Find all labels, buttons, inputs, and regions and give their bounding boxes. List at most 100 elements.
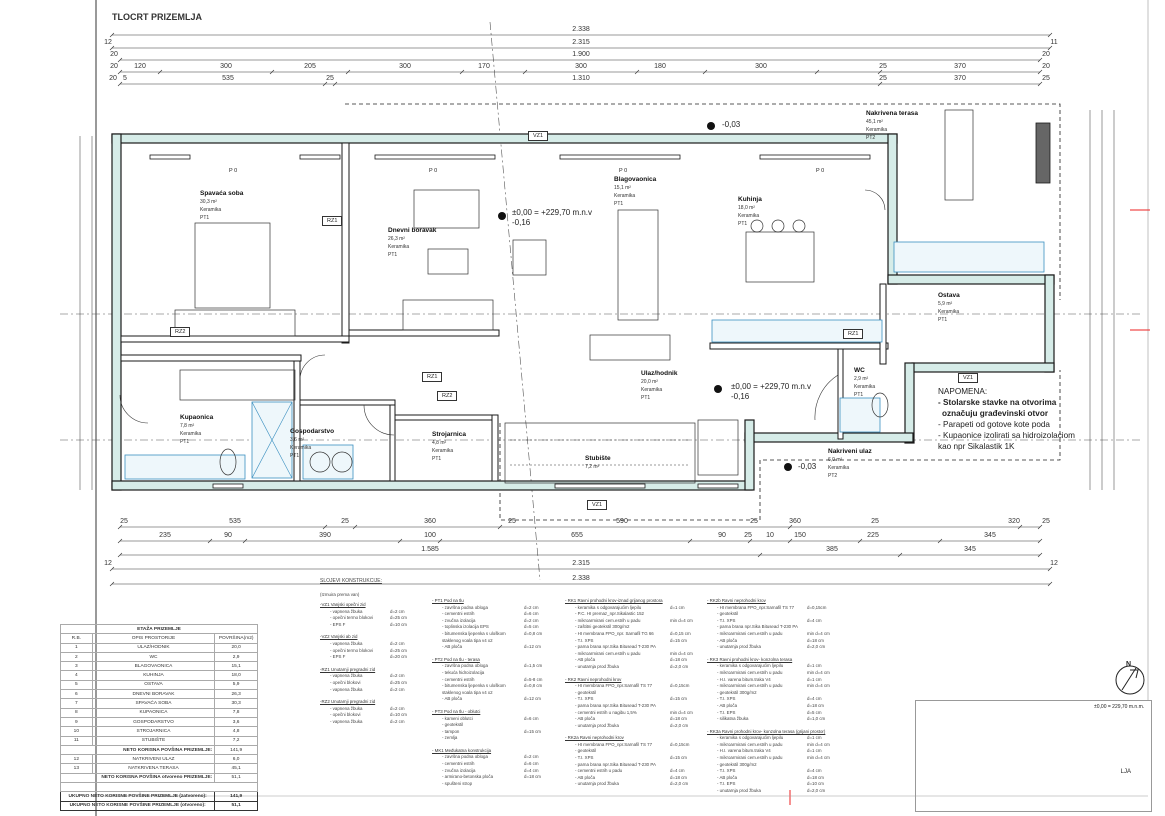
dimension-label: 300 bbox=[755, 63, 767, 70]
layer-name: - HI membrana FPO_npr. Sarnafil TG 66 bbox=[575, 630, 654, 636]
note-line: - Kupaonice izolirati sa hidroizolaciom bbox=[938, 431, 1075, 440]
layer-item: - geotekstil 300g/m2 bbox=[707, 762, 830, 769]
dimension-tick bbox=[117, 538, 123, 544]
layer-item: - parna brana npr.Sika Bitusead T-230 PA bbox=[565, 703, 693, 710]
layer-name: - opečni termo blokovi bbox=[330, 615, 373, 621]
layer-item: - geotekstil bbox=[707, 611, 830, 618]
room-area: 30,3 m² bbox=[200, 199, 217, 205]
dimension-label: 25 bbox=[744, 532, 752, 539]
table-cell: 51,1 bbox=[214, 800, 258, 811]
layer-thickness: d=2 cm bbox=[524, 754, 539, 760]
dimension-tick bbox=[117, 552, 123, 558]
layer-name: - H.I. varena bitum.traka V4 bbox=[717, 748, 771, 754]
room-name: Nakrivena terasa bbox=[866, 110, 919, 117]
layer-name: - unutarnja prod žbuka bbox=[717, 788, 761, 794]
layer-thickness: d=6 cm bbox=[524, 611, 539, 617]
dimension-tick bbox=[109, 581, 115, 587]
layer-thickness: d=18 cm bbox=[807, 637, 824, 643]
layer-thickness: min d=4 cm bbox=[670, 650, 693, 656]
dimension-label: 20 bbox=[1042, 51, 1050, 58]
layer-item: - cementni estrih d=6 cm bbox=[432, 611, 542, 618]
layer-thickness: d=2,0 cm bbox=[670, 722, 689, 728]
table-cell: 8 bbox=[60, 707, 93, 718]
room-code: PT2 bbox=[828, 473, 838, 479]
table-row: NETO KORISNA POVŠINA otvoreno PRIZEMLJE:… bbox=[59, 772, 258, 784]
layer-name: - vapnena žbuka bbox=[330, 673, 363, 679]
room-code: PT1 bbox=[938, 317, 948, 323]
dimension-tick bbox=[117, 81, 123, 87]
layer-thickness: d=10 cm bbox=[390, 621, 407, 627]
fixtures bbox=[124, 241, 1045, 480]
dimension-tick bbox=[157, 69, 163, 75]
table-cell: 4 bbox=[60, 670, 93, 681]
layer-item: - bitumenska ljepenka s uloškom stakleno… bbox=[432, 683, 542, 696]
element-tag: RZ1 bbox=[422, 372, 443, 382]
drawing-title: TLOCRT PRIZEMLJA bbox=[112, 12, 202, 22]
table-cell: ETAŽA PRIZEMLJE bbox=[60, 623, 258, 635]
roof-outline bbox=[345, 103, 1061, 300]
dimension-label: 100 bbox=[424, 532, 436, 539]
room-area: 7,8 m² bbox=[180, 423, 195, 429]
layer-name: - vapnena žbuka bbox=[330, 640, 363, 646]
table-cell: 7,2 bbox=[214, 735, 258, 746]
layer-name: - spušteni strop bbox=[442, 780, 473, 786]
layer-name: - vapnena žbuka bbox=[330, 718, 363, 724]
dimension-tick bbox=[1037, 524, 1043, 530]
table-cell: WC bbox=[91, 651, 216, 663]
dimension-tick bbox=[1037, 69, 1043, 75]
layer-name: - geotekstil 300g/m2 bbox=[717, 689, 757, 695]
layer-item: - parna brana npr.Sika Bitusead T-230 PA bbox=[565, 762, 693, 769]
layer-thickness: d=2,0 cm bbox=[807, 788, 826, 794]
layer-name: - bitumenska ljepenka s uloškom stakleno… bbox=[442, 683, 506, 695]
notes: NAPOMENA: - Stolarske stavke na otvorima… bbox=[938, 386, 1075, 452]
layer-thickness: d=18 cm bbox=[807, 702, 824, 708]
layer-thickness: d=10 cm bbox=[390, 712, 407, 718]
dimension-label: 300 bbox=[399, 63, 411, 70]
dimension-tick bbox=[242, 538, 248, 544]
dimension-label: 25 bbox=[341, 518, 349, 525]
layer-name: - EPS F bbox=[330, 621, 346, 627]
room-floor: Keramika bbox=[828, 465, 850, 471]
room-code: PT1 bbox=[641, 395, 651, 401]
door-swings bbox=[119, 189, 886, 436]
room-floor: Keramika bbox=[738, 213, 760, 219]
note-line: kao npr Sikalastik 1K bbox=[938, 442, 1015, 451]
layer-section-title: -RZ2 Unutarnji pregradni zid bbox=[320, 699, 376, 705]
layer-name: - mikroarmirani cem.estrih u padu bbox=[575, 617, 641, 623]
room-code: PT1 bbox=[180, 439, 190, 445]
table-cell: 2 bbox=[60, 651, 93, 663]
layer-name: - cementni estrih bbox=[442, 611, 475, 617]
layer-thickness: min d=4 cm bbox=[807, 741, 830, 747]
table-cell: DNEVNI BORAVAK bbox=[91, 689, 216, 700]
layer-thickness: d=25 cm bbox=[390, 615, 407, 621]
layer-name: - keramika s odgovarajućim ljepilu bbox=[575, 604, 642, 610]
room-name: Spavaća soba bbox=[200, 190, 244, 197]
layer-thickness: d=25 cm bbox=[390, 647, 407, 653]
layer-thickness: d=1 cm bbox=[807, 676, 822, 682]
layer-name: - unutarnja prod žbuka bbox=[575, 663, 619, 669]
room-floor: Keramika bbox=[432, 448, 454, 454]
table-cell: 11 bbox=[60, 735, 93, 746]
layer-thickness: d=2 cm bbox=[390, 673, 405, 679]
table-cell: SPAVAĆA SOBA bbox=[91, 698, 216, 709]
dimension-tick bbox=[322, 524, 328, 530]
